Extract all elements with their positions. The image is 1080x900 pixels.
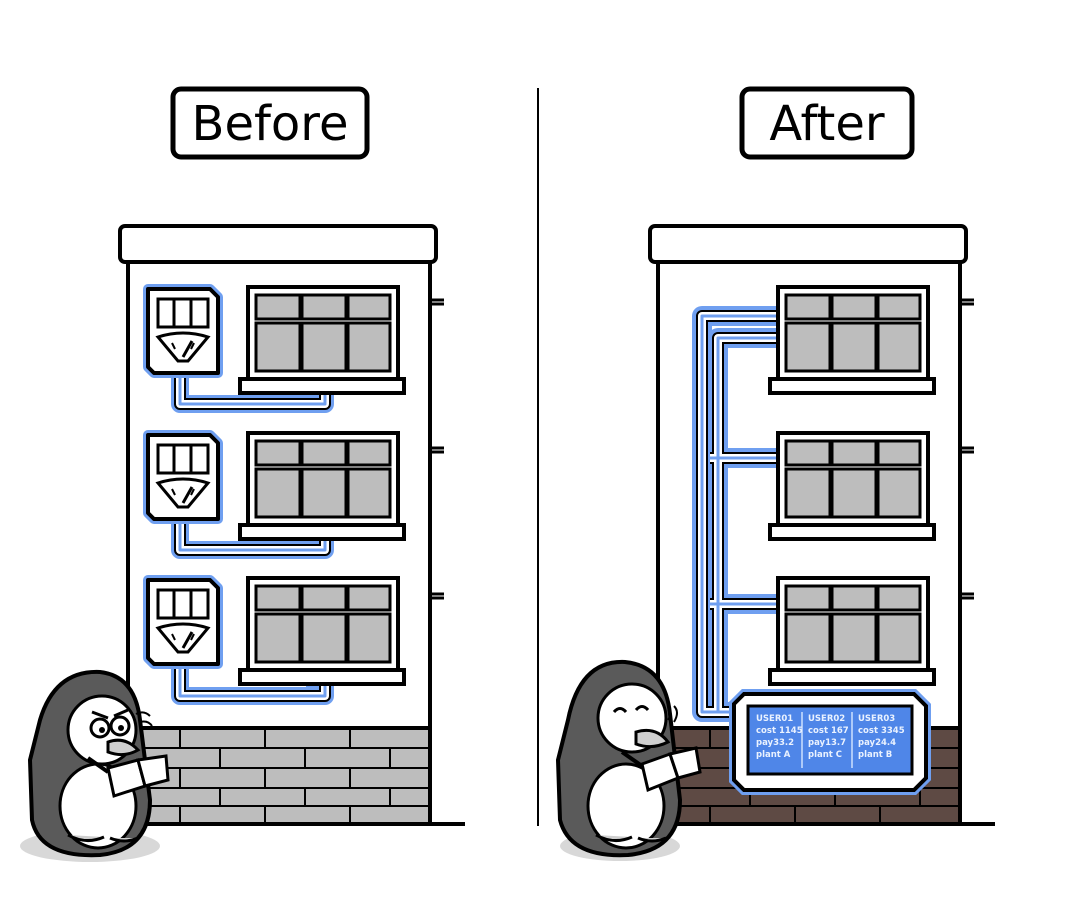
penguin-frustrated xyxy=(20,669,170,862)
meter-col1-pay: pay33.2 xyxy=(756,738,794,748)
before-title: Before xyxy=(192,96,349,152)
meter-col2-pay: pay13.7 xyxy=(808,738,846,748)
meter-col2-plant: plant C xyxy=(808,750,842,760)
meter-col3-plant: plant B xyxy=(858,750,892,760)
meter-col1-user: USER01 xyxy=(756,714,793,724)
meter-col3-cost: cost 3345 xyxy=(858,726,905,736)
after-window-1 xyxy=(768,285,936,395)
before-panel: Before xyxy=(20,86,465,862)
after-title: After xyxy=(769,96,885,152)
smart-meter-conduits xyxy=(692,306,776,722)
smart-meter-panel: USER01 cost 1145 pay33.2 plant A USER02 … xyxy=(729,689,931,795)
penguin-happy xyxy=(555,659,702,861)
before-window-1 xyxy=(238,285,406,395)
before-analog-meter-2 xyxy=(148,435,218,519)
meter-col3-pay: pay24.4 xyxy=(858,738,896,748)
meter-col3-user: USER03 xyxy=(858,714,895,724)
before-window-3 xyxy=(238,576,406,686)
after-panel: After xyxy=(555,86,995,861)
meter-col1-plant: plant A xyxy=(756,750,791,760)
after-title-frame xyxy=(739,86,915,160)
before-building xyxy=(110,224,465,826)
smart-meter-screen xyxy=(746,704,914,776)
after-building: USER01 cost 1145 pay33.2 plant A USER02 … xyxy=(640,224,995,826)
before-analog-meter-3 xyxy=(148,580,218,664)
before-analog-meter-1 xyxy=(148,289,218,373)
before-window-2 xyxy=(238,431,406,541)
meter-col2-user: USER02 xyxy=(808,714,845,724)
after-window-3 xyxy=(768,576,936,686)
meter-col1-cost: cost 1145 xyxy=(756,726,803,736)
penguin-book-before xyxy=(86,754,170,798)
after-window-2 xyxy=(768,431,936,541)
penguin-book-after xyxy=(620,746,702,793)
before-title-frame xyxy=(170,86,370,160)
before-brick-wall xyxy=(126,726,432,826)
meter-col2-cost: cost 167 xyxy=(808,726,849,736)
